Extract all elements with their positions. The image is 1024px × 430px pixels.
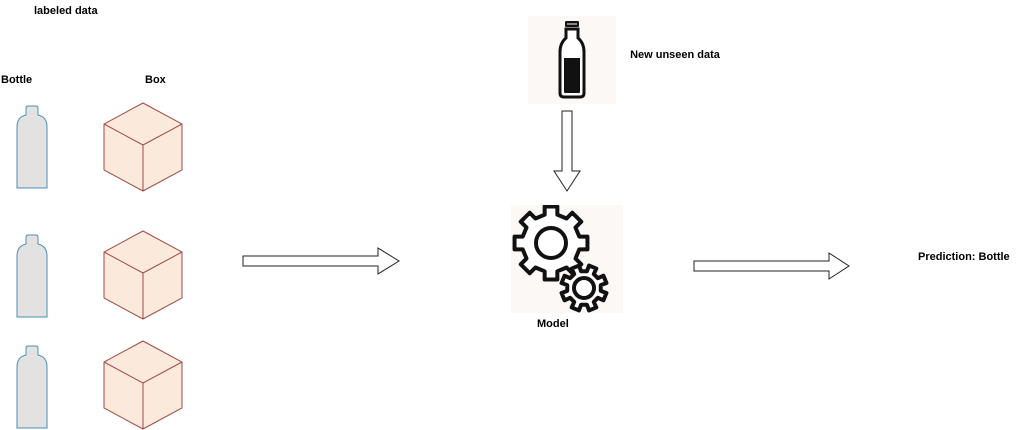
bottle-icon <box>16 234 48 318</box>
new-unseen-data-label: New unseen data <box>630 49 720 61</box>
bottle-column-label: Bottle <box>1 74 33 86</box>
model-tile <box>511 205 623 313</box>
box-column-label: Box <box>145 74 166 86</box>
bottle-icon <box>16 105 48 189</box>
model-label: Model <box>537 318 569 330</box>
prediction-label: Prediction: Bottle <box>918 251 1010 263</box>
milk-bottle-icon <box>558 21 586 99</box>
gears-icon <box>512 205 609 313</box>
new-data-tile <box>528 16 616 104</box>
labeled-data-title: labeled data <box>34 5 98 17</box>
arrow-right-icon <box>693 252 850 280</box>
bottle-icon <box>16 345 48 429</box>
arrow-down-icon <box>553 110 581 192</box>
box-icon <box>103 230 183 320</box>
box-icon <box>103 340 183 430</box>
box-icon <box>103 102 183 192</box>
arrow-right-icon <box>242 247 400 275</box>
